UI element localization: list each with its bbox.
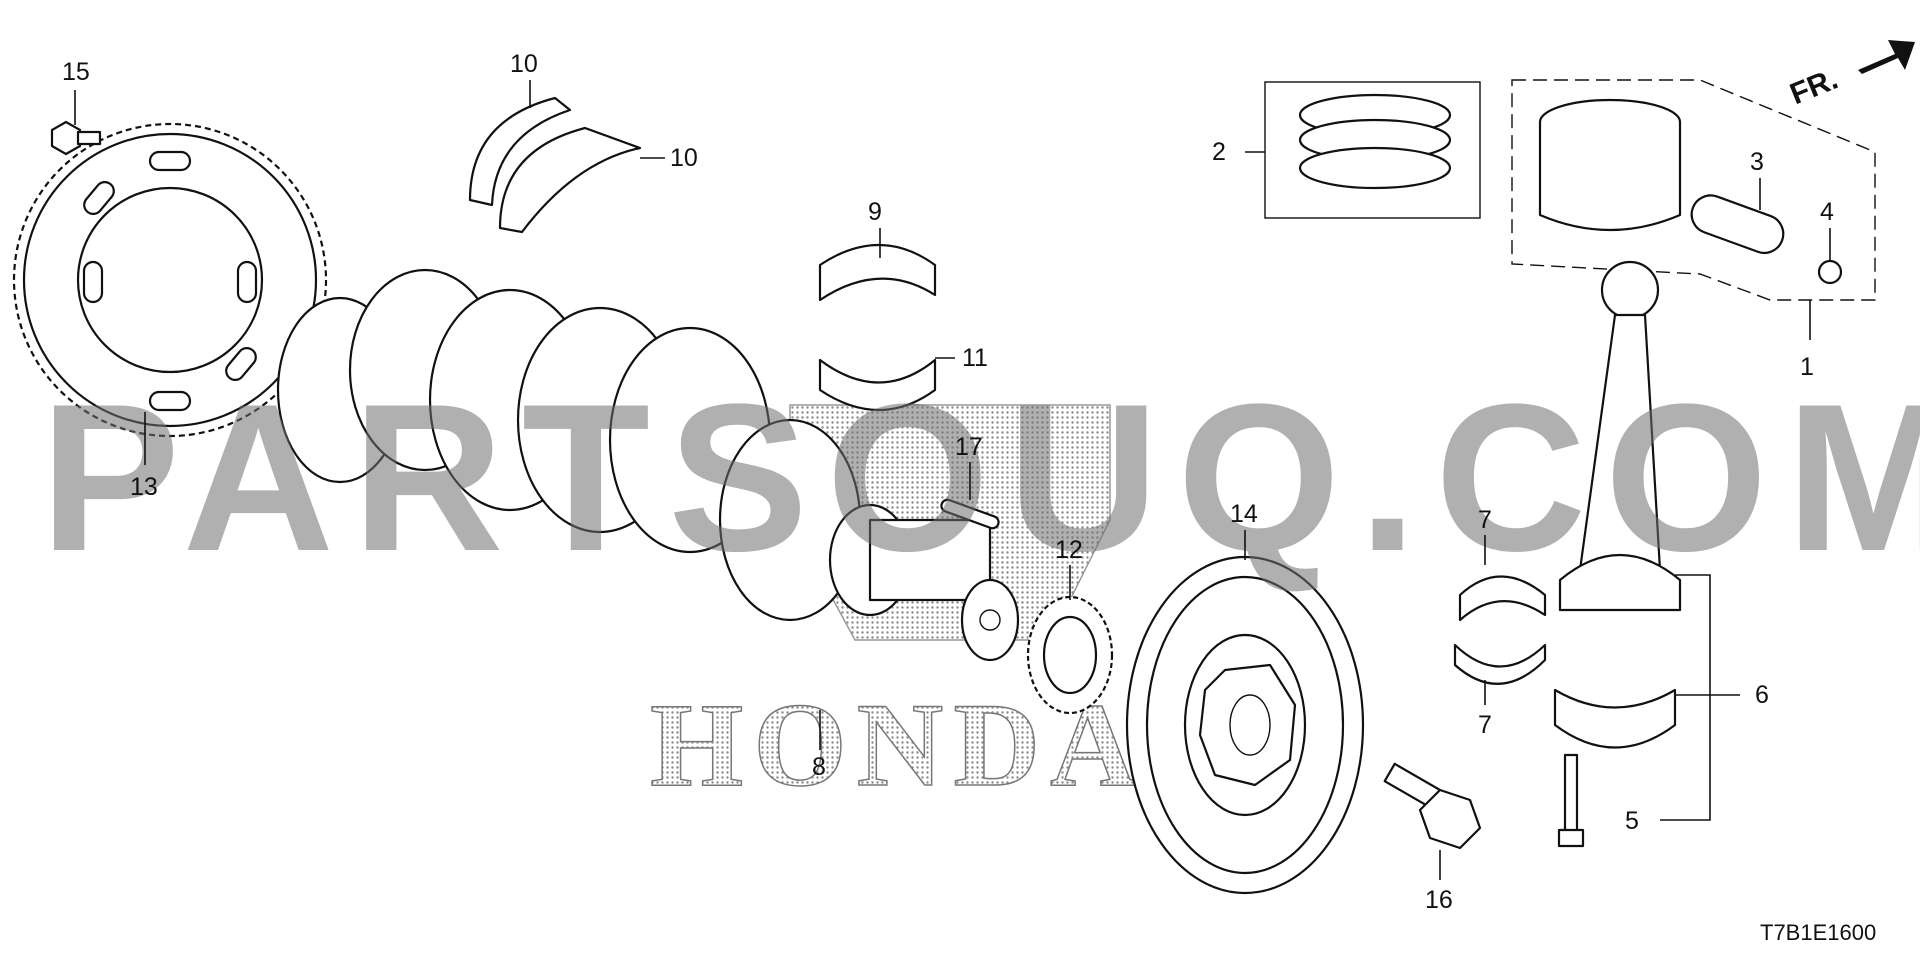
partsouq-watermark: PARTSOUQ.COM [40, 360, 1920, 595]
part-9-11-rod-bearings[interactable] [818, 243, 937, 412]
callout-14[interactable]: 14 [1230, 500, 1258, 528]
part-7-rod-bearings[interactable] [1453, 575, 1547, 685]
callout-11[interactable]: 11 [962, 344, 988, 372]
honda-wordmark: HONDA [650, 678, 1147, 811]
part-6-rod-cap[interactable] [1553, 688, 1677, 749]
callout-3[interactable]: 3 [1750, 148, 1764, 176]
callout-15[interactable]: 15 [62, 58, 90, 86]
part-16-pulley-bolt[interactable] [1383, 762, 1482, 850]
callout-10-right[interactable]: 10 [670, 144, 698, 172]
callout-17[interactable]: 17 [955, 433, 983, 461]
front-direction-label: FR. [1785, 63, 1842, 112]
callout-6[interactable]: 6 [1755, 681, 1769, 709]
part-12-sprocket[interactable] [1026, 595, 1114, 715]
callout-10-top[interactable]: 10 [510, 50, 538, 78]
part-connecting-rod[interactable] [1558, 260, 1682, 612]
front-direction-indicator: FR. [1785, 40, 1915, 111]
part-10-main-bearings[interactable] [468, 96, 642, 234]
part-17-key[interactable] [940, 498, 1000, 530]
part-5-rod-bolt[interactable] [1557, 753, 1585, 848]
callout-7-top[interactable]: 7 [1478, 506, 1492, 534]
callout-7-bottom[interactable]: 7 [1478, 711, 1492, 739]
callout-16[interactable]: 16 [1425, 886, 1453, 914]
part-14-crank-pulley[interactable] [1125, 555, 1365, 895]
part-1-piston-assembly[interactable] [1511, 79, 1876, 301]
leader-lines [74, 80, 1831, 880]
callout-13[interactable]: 13 [130, 473, 158, 501]
callout-1[interactable]: 1 [1800, 353, 1814, 381]
callout-2[interactable]: 2 [1212, 138, 1226, 166]
callout-9[interactable]: 9 [868, 198, 882, 226]
part-8-crankshaft[interactable] [276, 268, 1020, 662]
diagram-code: T7B1E1600 [1760, 920, 1876, 945]
part-13-reluctor-ring[interactable] [12, 122, 328, 438]
front-arrow-icon [1858, 40, 1915, 74]
part-15-bolt[interactable] [50, 120, 102, 156]
callout-8[interactable]: 8 [812, 753, 826, 781]
callout-12[interactable]: 12 [1055, 536, 1083, 564]
callouts: 15 10 10 2 3 4 1 9 11 17 12 14 8 13 7 7 … [62, 50, 1834, 914]
part-2-piston-rings[interactable] [1264, 81, 1481, 219]
callout-4[interactable]: 4 [1820, 198, 1834, 226]
callout-5[interactable]: 5 [1625, 807, 1639, 835]
